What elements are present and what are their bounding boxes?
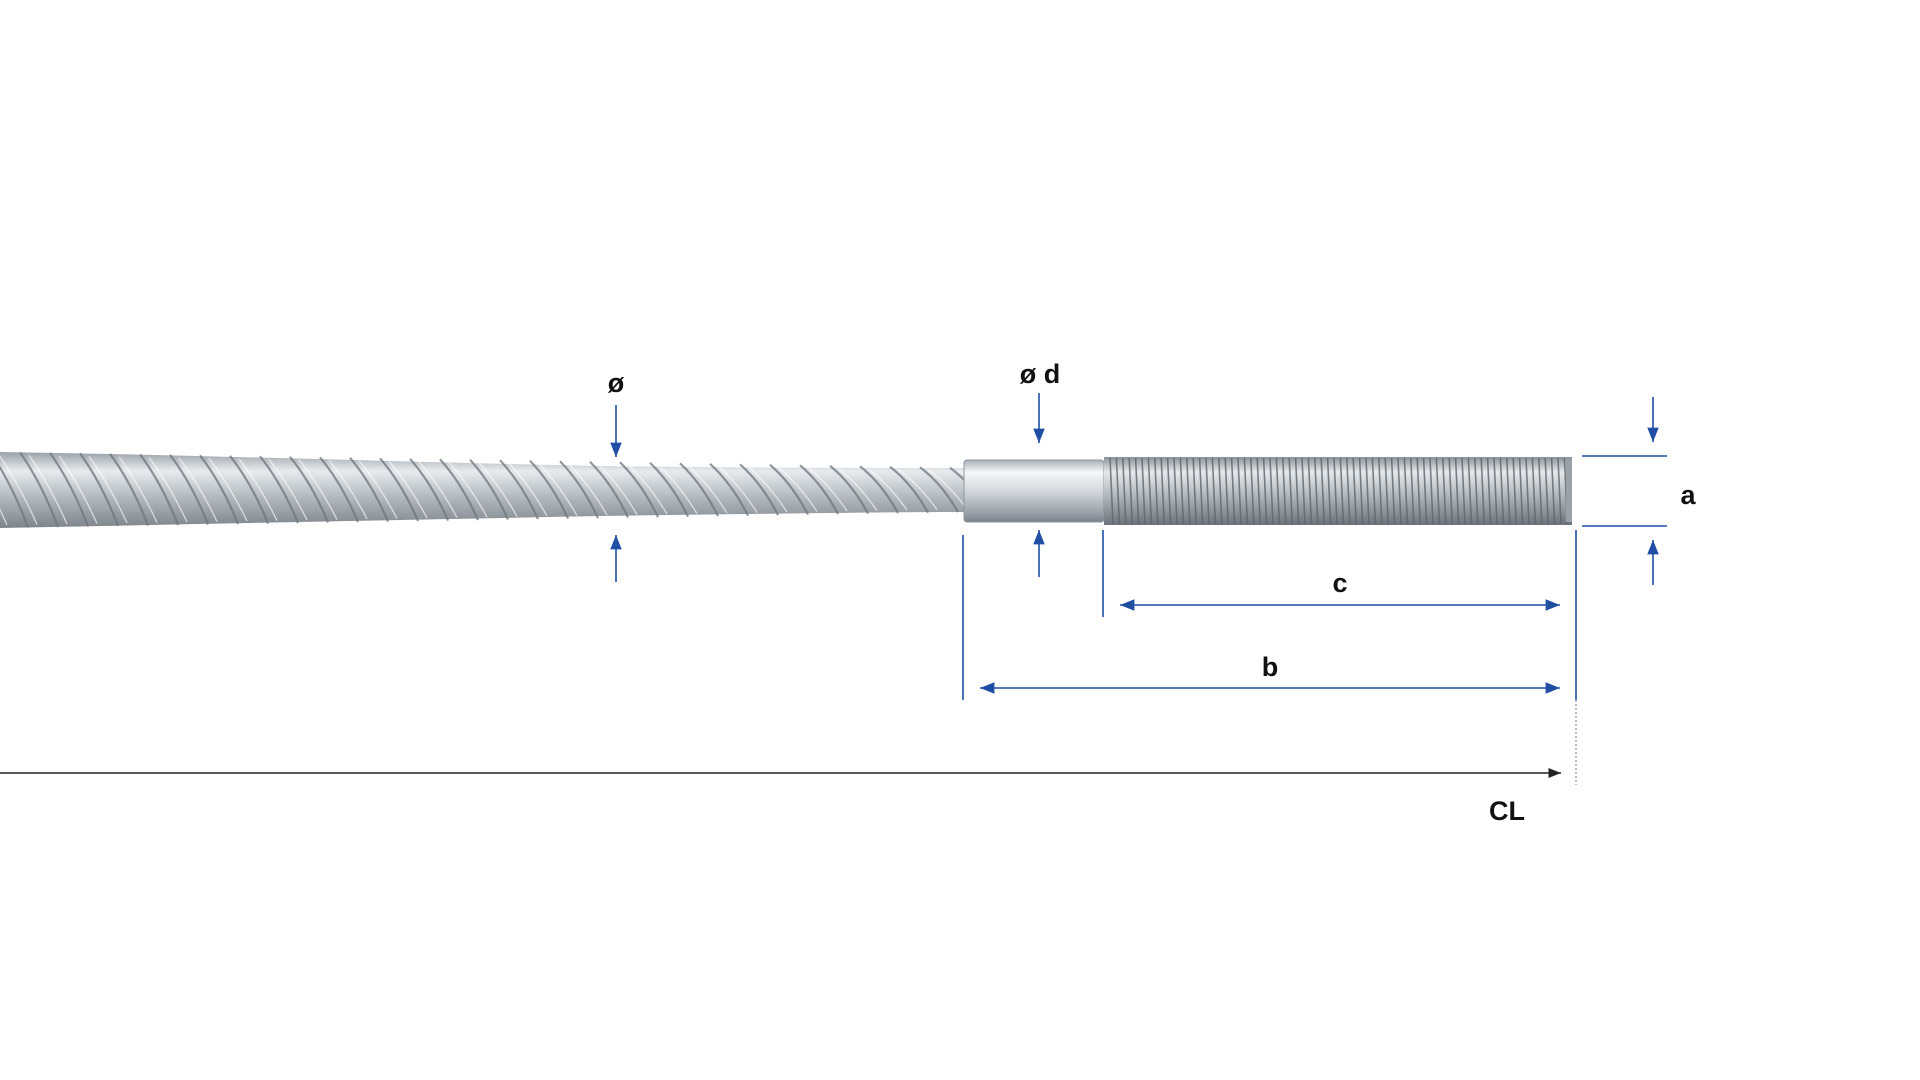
cable-length-label: CL bbox=[1489, 796, 1525, 826]
thread-diameter-dimension bbox=[1582, 397, 1667, 585]
cable-length-dimension bbox=[0, 700, 1577, 785]
wire-rope bbox=[0, 451, 998, 528]
fitting-length-label: b bbox=[1262, 652, 1279, 682]
sleeve-diameter-label: ø d bbox=[1020, 359, 1061, 389]
thread-length-dimension bbox=[1102, 530, 1560, 617]
fitting-length-dimension bbox=[962, 530, 1577, 700]
threaded-stud bbox=[1104, 457, 1572, 525]
rope-diameter-label: ø bbox=[608, 368, 625, 398]
thread-diameter-label: a bbox=[1680, 480, 1696, 510]
swage-sleeve bbox=[963, 459, 1105, 523]
thread-length-label: c bbox=[1332, 568, 1347, 598]
